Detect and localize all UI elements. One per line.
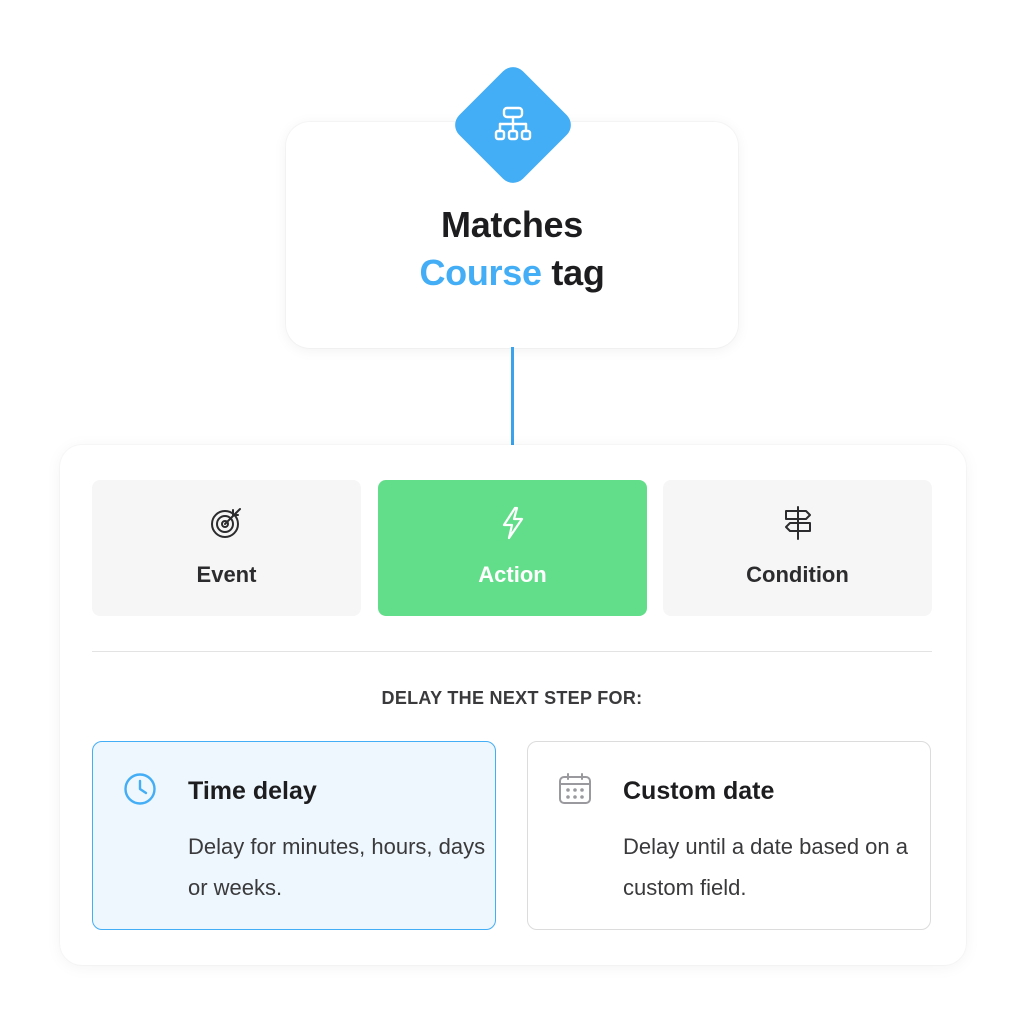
clock-icon bbox=[124, 773, 156, 805]
option-custom-date-description: Delay until a date based on a custom fie… bbox=[623, 834, 908, 900]
trigger-title-rest: tag bbox=[551, 252, 605, 293]
tab-event-label: Event bbox=[196, 562, 257, 587]
trigger-title-line1: Matches bbox=[441, 204, 583, 245]
tab-condition-label: Condition bbox=[746, 562, 849, 587]
lightning-icon bbox=[502, 506, 524, 540]
divider bbox=[92, 651, 932, 652]
option-custom-date-title: Custom date bbox=[623, 777, 775, 805]
signpost-icon bbox=[785, 506, 811, 540]
hierarchy-icon bbox=[494, 106, 532, 141]
trigger-title-line2: Course tag bbox=[286, 249, 738, 297]
tab-event[interactable]: Event bbox=[92, 480, 361, 616]
delay-heading: DELAY THE NEXT STEP FOR: bbox=[381, 688, 643, 708]
calendar-icon bbox=[559, 773, 591, 804]
option-custom-date[interactable]: Custom date Delay until a date based on … bbox=[527, 741, 931, 930]
trigger-tag-name: Course bbox=[419, 252, 542, 293]
flow-connector bbox=[511, 347, 514, 445]
target-icon bbox=[211, 508, 241, 538]
option-time-delay[interactable]: Time delay Delay for minutes, hours, day… bbox=[92, 741, 496, 930]
trigger-title: Matches Course tag bbox=[286, 201, 738, 297]
tab-action-label: Action bbox=[478, 562, 547, 587]
tab-action[interactable]: Action bbox=[378, 480, 647, 616]
trigger-badge bbox=[449, 61, 577, 189]
option-time-delay-title: Time delay bbox=[188, 777, 317, 805]
tab-condition[interactable]: Condition bbox=[663, 480, 932, 616]
option-time-delay-description: Delay for minutes, hours, days or weeks. bbox=[188, 834, 486, 900]
